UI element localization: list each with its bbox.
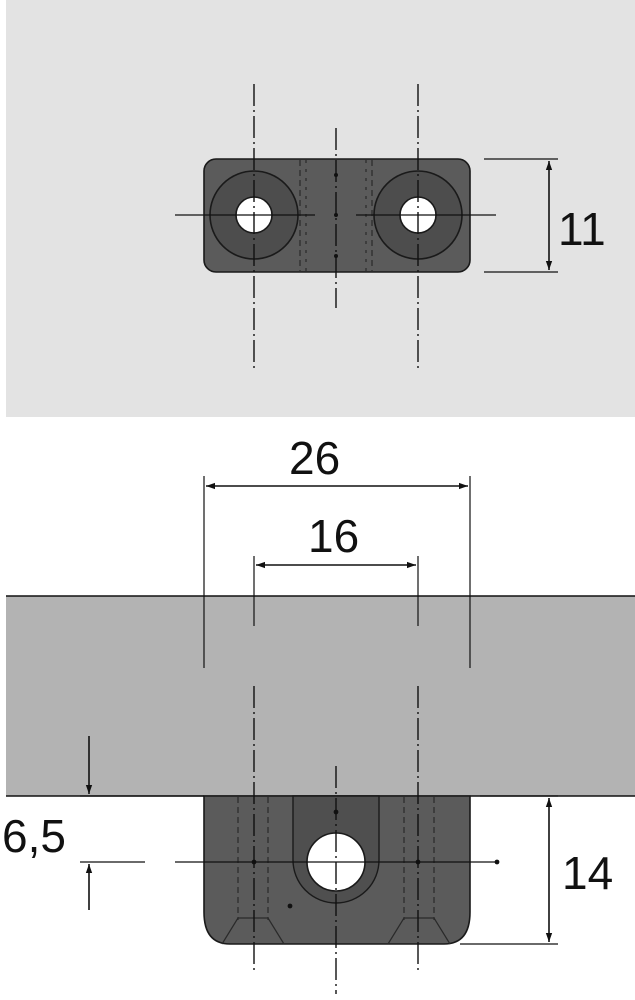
dimension-label-width-overall: 26: [289, 432, 340, 484]
top-view: 11: [6, 0, 635, 417]
dimension-label-height-top: 11: [558, 203, 606, 255]
board-panel: [6, 596, 635, 796]
side-view: 26 16 6,5 14: [2, 432, 635, 994]
dimension-label-hole-offset: 6,5: [2, 810, 66, 862]
dimension-label-hole-spacing: 16: [308, 510, 359, 562]
dimension-label-height-side: 14: [562, 847, 613, 899]
